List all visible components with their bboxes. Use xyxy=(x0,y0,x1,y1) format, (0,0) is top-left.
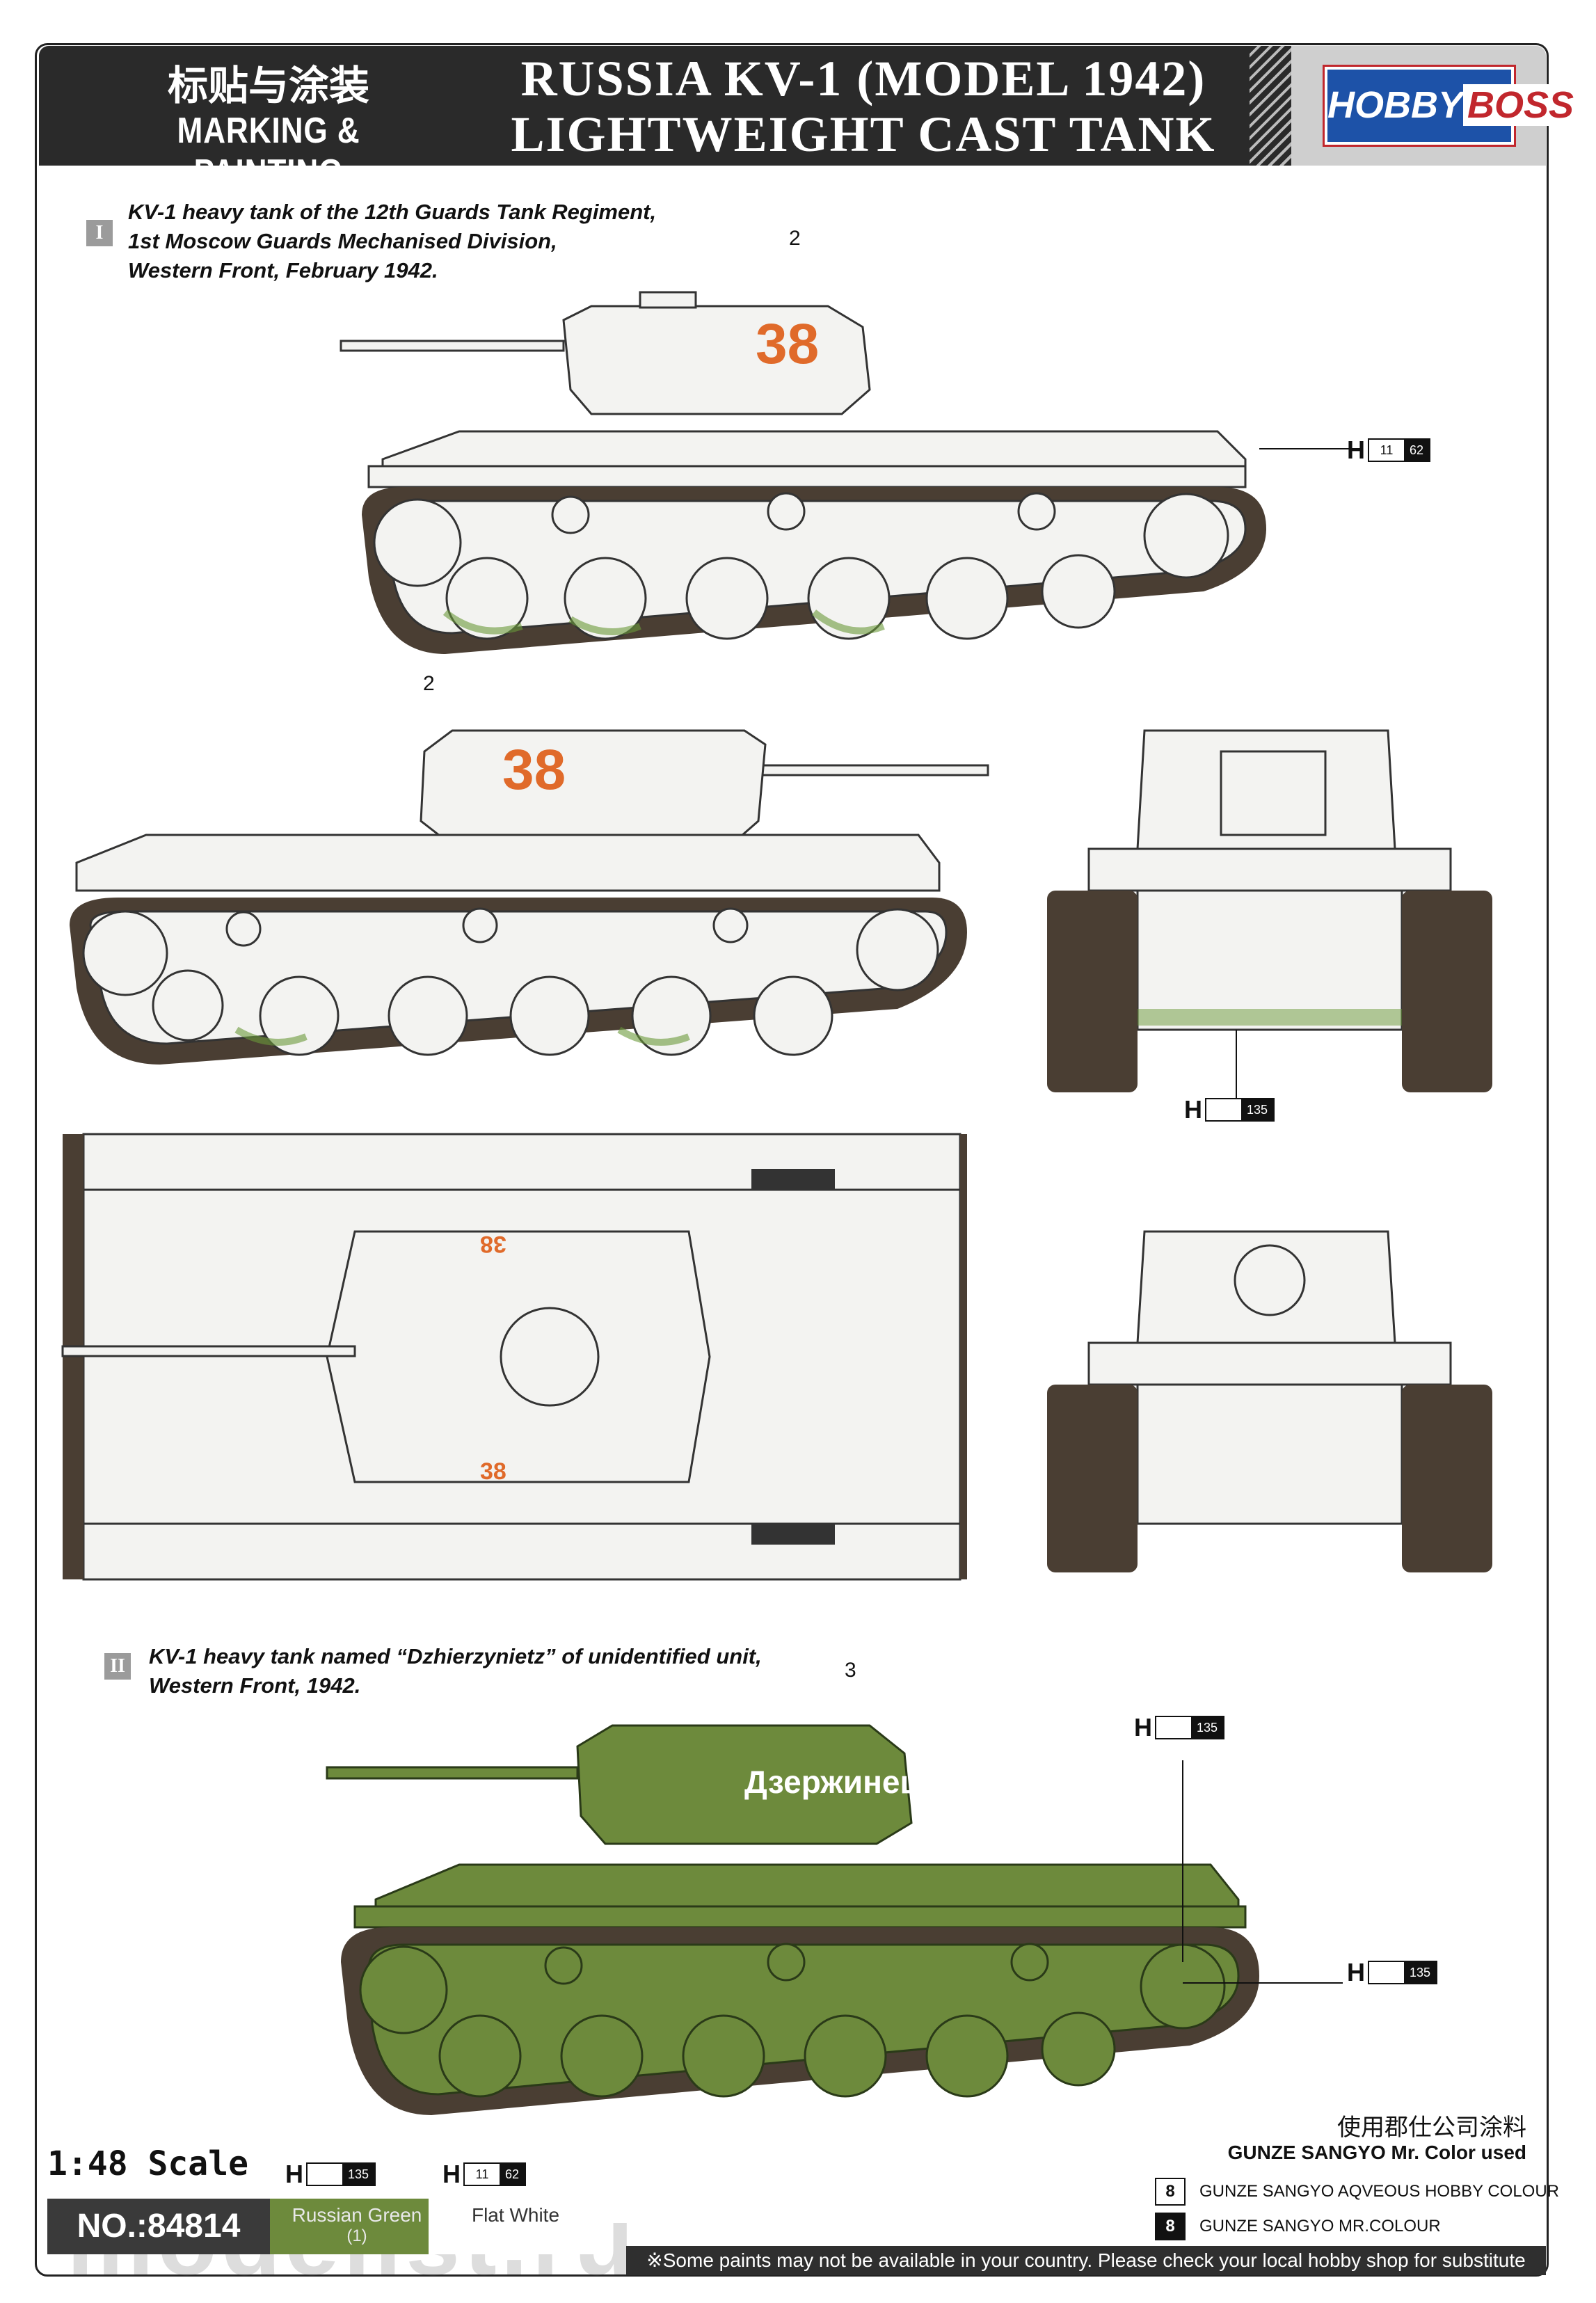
title-marking-painting: MARKING & PAINTING xyxy=(177,111,360,193)
scheme1-paint-callout-rear: H 135 xyxy=(1184,1095,1275,1124)
swatch1-code: H 135 xyxy=(285,2160,376,2188)
scheme1-turret-number-top: 38 xyxy=(480,1231,506,1257)
scheme1-turret-number-right: 38 xyxy=(502,738,566,802)
main-title-line1: RUSSIA KV-1 (MODEL 1942) xyxy=(520,51,1206,106)
legend-icon-aqueous: 8 xyxy=(1155,2178,1186,2206)
tank1-top-view xyxy=(61,1133,967,1581)
scheme2-decal-callout: 3 xyxy=(845,1659,856,1682)
scheme1-caption-line3: Western Front, February 1942. xyxy=(128,258,438,282)
tank1-right-profile xyxy=(70,729,989,1065)
logo-boss: BOSS xyxy=(1463,84,1579,126)
scheme2-caption-line2: Western Front, 1942. xyxy=(149,1673,361,1698)
tank2-left-profile xyxy=(326,1724,1343,2115)
paint-code-box: 135 xyxy=(1368,1961,1438,1984)
paint-brand-cn: 使用郡仕公司涂料 xyxy=(1337,2114,1526,2142)
scheme2-caption: KV-1 heavy tank named “Dzhierzynietz” of… xyxy=(149,1642,762,1700)
legend-mr-colour: 8 GUNZE SANGYO MR.COLOUR xyxy=(1155,2213,1441,2240)
paint-code-box: 135 xyxy=(1155,1716,1225,1739)
scheme1-caption: KV-1 heavy tank of the 12th Guards Tank … xyxy=(128,198,656,285)
paint-code-box: 135 xyxy=(306,2162,376,2186)
header-dark-band xyxy=(39,46,1263,166)
swatch-russian-green: Russian Green (1) xyxy=(270,2199,444,2254)
swatch-flat-white: Flat White xyxy=(429,2199,603,2254)
disclaimer-bar: ※Some paints may not be available in you… xyxy=(626,2246,1546,2275)
scheme1-turret-number-side: 38 xyxy=(756,312,820,376)
main-title-line2: LIGHTWEIGHT CAST TANK xyxy=(511,106,1216,162)
paint-code-box: 135 xyxy=(1205,1098,1275,1122)
paint-brand-en: GUNZE SANGYO Mr. Color used xyxy=(1227,2142,1526,2163)
tank1-front-view xyxy=(1047,1230,1492,1572)
scheme1-caption-line2: 1st Moscow Guards Mechanised Division, xyxy=(128,229,557,253)
scale-label: 1:48 Scale xyxy=(47,2144,248,2183)
scheme2-caption-line1: KV-1 heavy tank named “Dzhierzynietz” of… xyxy=(149,1644,762,1668)
header-bar: 标贴与涂装 MARKING & PAINTING RUSSIA KV-1 (MO… xyxy=(39,46,1579,193)
tank1-rear-view xyxy=(1047,729,1492,1106)
scheme2-paint-callout-hull: H 135 xyxy=(1347,1958,1438,1986)
scheme1-decal-callout: 2 xyxy=(789,227,801,250)
header-stripe xyxy=(1250,46,1291,166)
scheme1-decal-callout-right: 2 xyxy=(423,672,435,695)
sheet-frame xyxy=(35,43,1549,2277)
product-number: NO.:84814 xyxy=(47,2199,270,2254)
tank1-left-profile xyxy=(340,291,1357,654)
title-chinese: 标贴与涂装 xyxy=(167,62,369,109)
legend-aqueous: 8 GUNZE SANGYO AQVEOUS HOBBY COLOUR xyxy=(1155,2178,1559,2206)
scheme1-turret-number-top-2: 38 xyxy=(480,1458,506,1485)
scheme1-caption-line1: KV-1 heavy tank of the 12th Guards Tank … xyxy=(128,200,657,224)
scheme2-paint-callout-turret: H 135 xyxy=(1134,1713,1225,1742)
legend-icon-mr-colour: 8 xyxy=(1155,2213,1186,2240)
logo-hobby: HOBBY xyxy=(1327,84,1464,126)
scheme1-numeral: I xyxy=(86,220,113,246)
scheme2-turret-name: Дзержинец xyxy=(744,1764,920,1800)
scheme2-numeral: II xyxy=(104,1653,131,1680)
